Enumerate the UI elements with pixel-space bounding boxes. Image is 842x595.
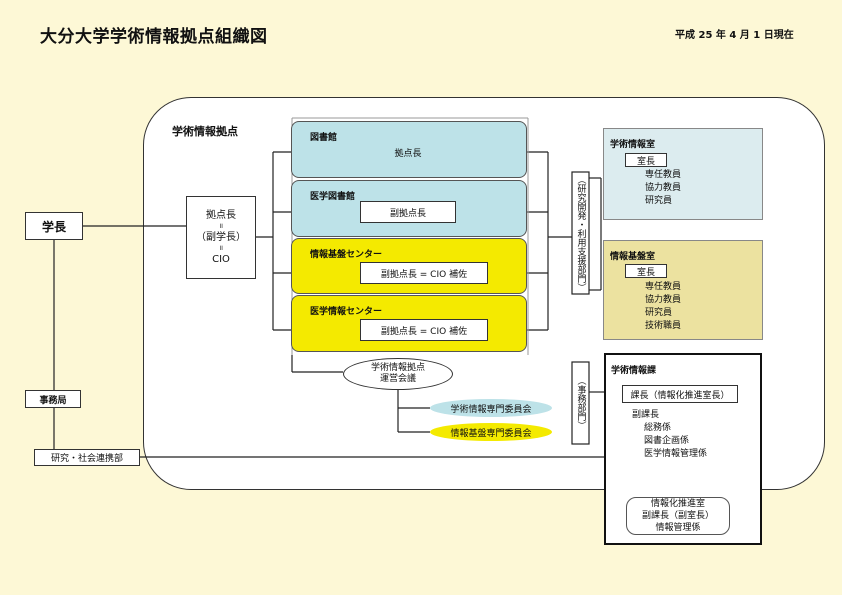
section-deputy: 副課長 <box>632 410 660 420</box>
page-title: 大分大学学術情報拠点組織図 <box>40 27 268 47</box>
promotion-line: 情報化推進室 <box>650 499 705 509</box>
info-infrastructure-room: 情報基盤室 室長 専任教員 協力教員 研究員 技術職員 <box>603 240 763 340</box>
as-of-date: 平成 25 年 4 月 1 日現在 <box>675 30 794 41</box>
staff-item: 技術職員 <box>645 321 682 331</box>
hub-head-box: 拠点長 ॥ （副学長） ॥ CIO <box>186 196 256 279</box>
vertical-label-admin: （事務部門） <box>575 376 586 430</box>
unit-name: 図書館 <box>310 133 338 143</box>
staff-item: 専任教員 <box>645 170 682 180</box>
hub-label: 学術情報拠点 <box>172 125 238 138</box>
staff-item: 研究員 <box>645 196 673 206</box>
room-staff-list: 専任教員 協力教員 研究員 <box>645 169 681 208</box>
staff-item: 研究員 <box>645 308 673 318</box>
hub-head-line: CIO <box>212 254 230 265</box>
section-subsections: 総務係 図書企画係 医学情報管理係 <box>644 422 707 461</box>
subsection-item: 図書企画係 <box>644 436 690 446</box>
council-line: 運営会議 <box>379 374 416 384</box>
promotion-line: 副課長（副室長） <box>641 511 714 521</box>
room-title: 情報基盤室 <box>610 252 656 262</box>
unit-name: 医学情報センター <box>310 307 383 317</box>
hub-head-line: （副学長） <box>196 232 246 243</box>
hub-head-line: ॥ <box>218 244 224 252</box>
research-dept-box: 研究・社会連携部 <box>34 449 140 466</box>
staff-item: 専任教員 <box>645 282 682 292</box>
room-head: 室長 <box>625 264 667 278</box>
subsection-item: 医学情報管理係 <box>644 449 708 459</box>
council-line: 学術情報拠点 <box>370 363 425 373</box>
unit-library: 図書館 <box>291 121 527 178</box>
staff-item: 協力教員 <box>645 295 682 305</box>
section-head: 課長（情報化推進室長） <box>622 385 738 403</box>
unit-role: 副拠点長 = CIO 補佐 <box>360 319 488 341</box>
unit-name: 医学図書館 <box>310 192 356 202</box>
academic-info-room: 学術情報室 室長 専任教員 協力教員 研究員 <box>603 128 763 220</box>
academic-info-section: 学術情報課 課長（情報化推進室長） 副課長 総務係 図書企画係 医学情報管理係 … <box>604 353 762 545</box>
hub-head-line: ॥ <box>218 222 224 230</box>
promotion-office-box: 情報化推進室 副課長（副室長） 情報管理係 <box>626 497 730 535</box>
subsection-item: 総務係 <box>644 423 672 433</box>
staff-item: 協力教員 <box>645 183 682 193</box>
unit-role: 拠点長 <box>394 149 422 159</box>
room-head: 室長 <box>625 153 667 167</box>
president-box: 学長 <box>25 212 83 240</box>
unit-role: 副拠点長 <box>360 201 456 223</box>
office-box: 事務局 <box>25 390 81 408</box>
section-title: 学術情報課 <box>611 366 657 376</box>
council-oval: 学術情報拠点 運営会議 <box>343 358 453 390</box>
committee-academic: 学術情報専門委員会 <box>430 399 552 417</box>
committee-infrastructure: 情報基盤専門委員会 <box>430 423 552 441</box>
room-title: 学術情報室 <box>610 140 656 150</box>
promotion-line: 情報管理係 <box>655 523 701 533</box>
hub-head-line: 拠点長 <box>206 210 236 221</box>
unit-role: 副拠点長 = CIO 補佐 <box>360 262 488 284</box>
room-staff-list: 専任教員 協力教員 研究員 技術職員 <box>645 281 681 333</box>
vertical-label-research: （研究開発・利用支援部門） <box>575 174 586 292</box>
unit-name: 情報基盤センター <box>310 250 383 260</box>
